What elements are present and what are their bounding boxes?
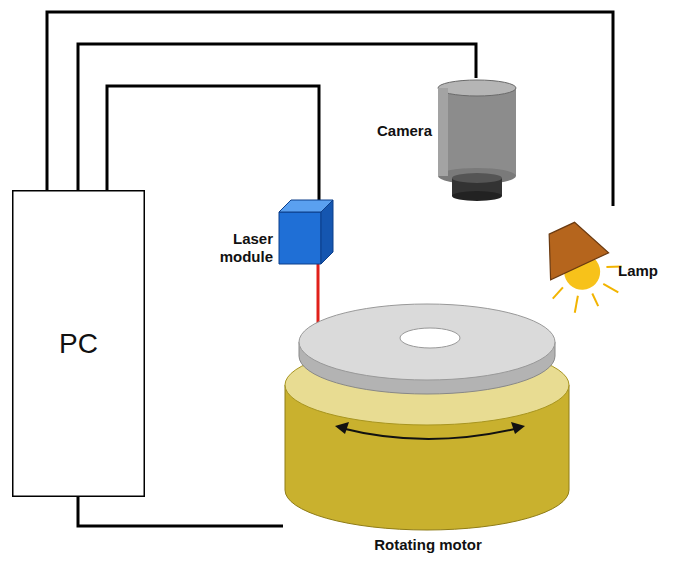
part-label: Lamp xyxy=(618,262,658,280)
cable xyxy=(78,44,476,190)
part-label: Camera xyxy=(377,122,432,140)
laser-shape xyxy=(279,200,335,264)
motor-shape xyxy=(283,300,573,534)
cable xyxy=(78,497,283,526)
cable xyxy=(107,86,319,200)
part-label: Laser module xyxy=(207,230,273,266)
computer-box: PC xyxy=(12,190,145,497)
camera-illustration: Camera xyxy=(436,78,518,202)
cable xyxy=(47,12,613,206)
camera-shape xyxy=(436,78,518,202)
node-label: PC xyxy=(12,328,145,360)
laser-illustration: Laser module xyxy=(279,200,335,264)
part-label: Rotating motor xyxy=(283,536,573,554)
lamp-illustration: Lamp xyxy=(528,206,616,310)
lamp-shape xyxy=(528,206,616,310)
motor-illustration: Rotating motor xyxy=(283,300,573,534)
